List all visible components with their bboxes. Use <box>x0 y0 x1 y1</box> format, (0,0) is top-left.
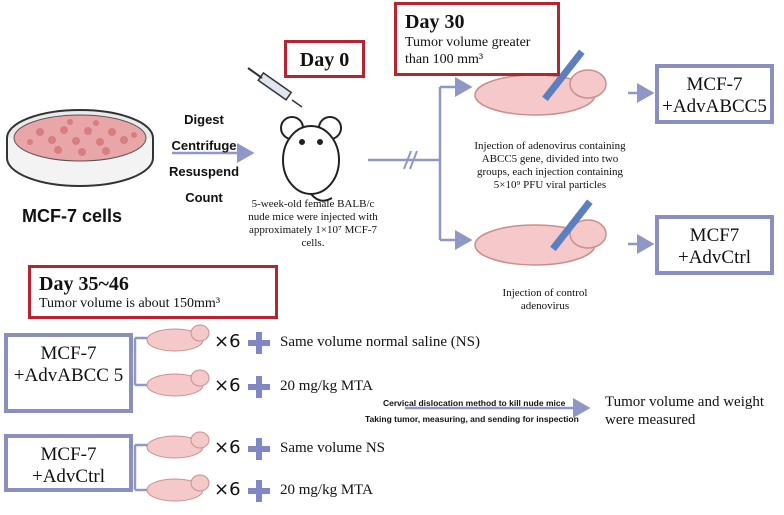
small-mouse-row2-icon <box>146 369 210 397</box>
day30-label: Day 30 <box>405 11 465 33</box>
final-text: Tumor volume and weight were measured <box>605 394 765 428</box>
mouse-outline-icon <box>280 116 342 202</box>
treatment-row2: 20 mg/kg MTA <box>280 378 373 394</box>
tumor-150-text: Tumor volume is about 150mm³ <box>39 296 221 311</box>
break-mark-2 <box>409 150 418 170</box>
plus-icon-row4 <box>248 480 270 502</box>
step-digest: Digest <box>184 112 224 127</box>
injection-abcc5-text: Injection of adenovirus containing ABCC5… <box>474 140 626 191</box>
day35-box: Day 35~46 Tumor volume is about 150mm³ <box>28 265 278 319</box>
plus-icon-row2 <box>248 376 270 398</box>
plus-icon-row3 <box>248 438 270 460</box>
times6-row4: ×6 <box>214 479 241 500</box>
taking-text: Taking tumor, measuring, and sending for… <box>365 414 579 424</box>
step-centrifuge: Centrifuge <box>171 138 237 153</box>
mice-injected-text: 5-week-old female BALB/c nude mice were … <box>248 198 378 249</box>
tumor-gt100-text: Tumor volume greater than 100 mm³ <box>405 35 531 67</box>
injection-control-text: Injection of control adenovirus <box>502 287 588 312</box>
times6-row1: ×6 <box>214 331 241 352</box>
group-ctrl-box: MCF7 +AdvCtrl <box>655 215 774 275</box>
plus-icon-row1 <box>248 332 270 354</box>
treatment-row3: Same volume NS <box>280 440 385 456</box>
syringe-icon <box>247 67 303 108</box>
pink-mouse-ctrl-icon <box>474 199 607 266</box>
petri-dish-icon <box>6 109 154 187</box>
treatment-row1: Same volume normal saline (NS) <box>280 334 480 350</box>
small-mouse-row4-icon <box>146 474 210 502</box>
mcf7-cells-label: MCF-7 cells <box>22 206 123 226</box>
break-mark-1 <box>403 150 412 170</box>
group-abcc5-box: MCF-7 +AdvABCC5 <box>655 64 774 124</box>
day30-box: Day 30 Tumor volume greater than 100 mm³ <box>394 2 560 76</box>
cervical-text: Cervical dislocation method to kill nude… <box>383 398 566 408</box>
processing-steps: Digest Centrifuge Resuspend Count <box>163 107 245 211</box>
step-resuspend: Resuspend <box>168 164 240 179</box>
small-mouse-row3-icon <box>146 431 210 459</box>
step-count: Count <box>185 190 223 205</box>
times6-row2: ×6 <box>214 375 241 396</box>
day0-label: Day 0 <box>299 49 350 71</box>
day0-box: Day 0 <box>284 40 365 78</box>
left-abcc5-box: MCF-7 +AdvABCC 5 <box>4 333 133 413</box>
day35-label: Day 35~46 <box>39 273 129 295</box>
left-ctrl-box: MCF-7 +AdvCtrl <box>4 434 133 492</box>
small-mouse-row1-icon <box>146 324 210 352</box>
times6-row3: ×6 <box>214 437 241 458</box>
treatment-row4: 20 mg/kg MTA <box>280 482 373 498</box>
